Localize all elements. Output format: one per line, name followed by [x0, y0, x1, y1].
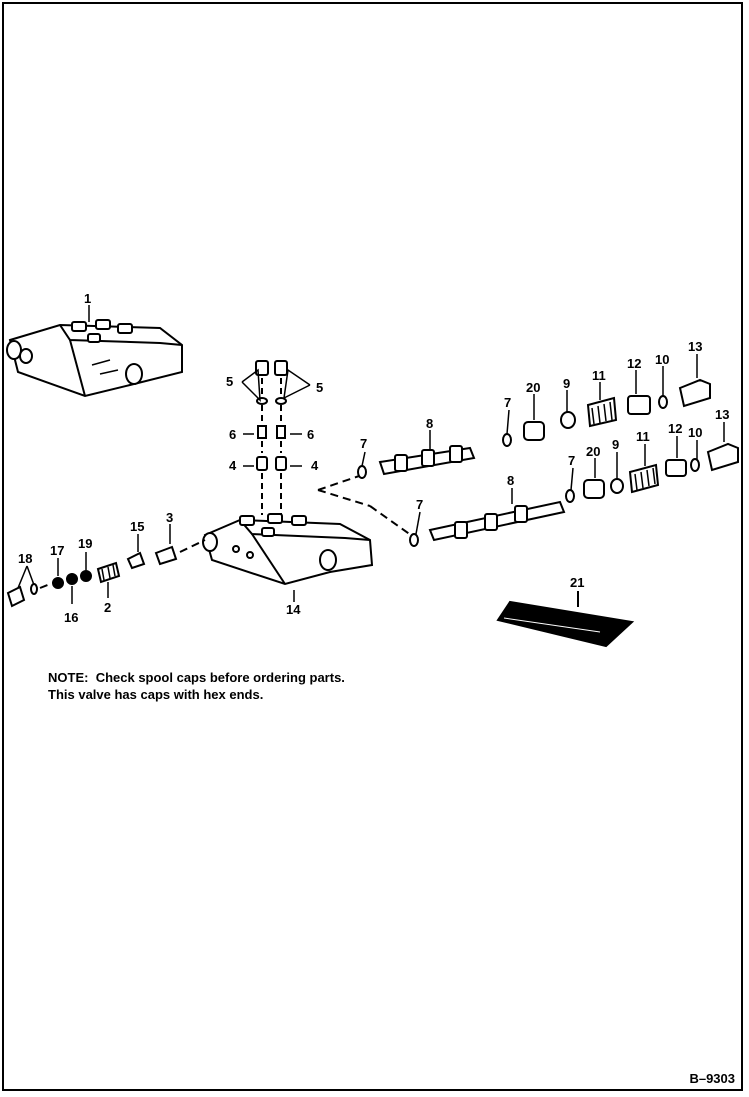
callout-2: 2	[104, 600, 111, 615]
spring-11	[586, 396, 618, 428]
callout-10-upper: 10	[655, 352, 669, 367]
lower-spool-row	[409, 442, 739, 547]
plug-3	[154, 545, 178, 566]
seal-kit-21	[496, 591, 635, 648]
callout-8-upper: 8	[426, 416, 433, 431]
o-ring-10	[658, 395, 668, 409]
callout-12-lower: 12	[668, 421, 682, 436]
callout-16: 16	[64, 610, 78, 625]
valve-body-1	[6, 319, 183, 398]
callout-14: 14	[286, 602, 301, 617]
figure-id: B–9303	[689, 1071, 735, 1086]
check-stack-left	[255, 360, 269, 515]
callout-20-upper: 20	[526, 380, 540, 395]
callout-3: 3	[166, 510, 173, 525]
washer-17	[52, 577, 64, 589]
leader-lines-6-4	[243, 433, 302, 467]
callout-18: 18	[18, 551, 32, 566]
callout-9-lower: 9	[612, 437, 619, 452]
callout-9-upper: 9	[563, 376, 570, 391]
leader-lines-left	[17, 524, 171, 604]
callout-7-lower-right: 7	[568, 453, 575, 468]
check-stack-right	[274, 360, 288, 515]
cap-13	[678, 378, 711, 408]
callout-7-lower-left: 7	[416, 497, 423, 512]
callout-4-left: 4	[229, 458, 237, 473]
callout-11-lower: 11	[636, 429, 650, 444]
poppet-15	[126, 551, 146, 570]
assembly-dashed-lines	[39, 474, 416, 589]
callout-20-lower: 20	[586, 444, 600, 459]
washer-9b	[610, 478, 624, 494]
callout-5-right: 5	[316, 380, 323, 395]
callout-labels: 1 5 5 6 6 4 4 7 8 7 20 9 11 12 10 13 13 …	[18, 291, 729, 625]
spacer-12	[627, 395, 651, 415]
spacer-12b	[665, 459, 687, 477]
callout-5-left: 5	[226, 374, 233, 389]
callout-6-left: 6	[229, 427, 236, 442]
o-ring-7b	[502, 433, 512, 447]
callout-11-upper: 11	[592, 368, 606, 383]
callout-17: 17	[50, 543, 64, 558]
callout-15: 15	[130, 519, 144, 534]
leader-lines-5	[241, 368, 311, 402]
callout-6-right: 6	[307, 427, 314, 442]
callout-7-upper-mid: 7	[504, 395, 511, 410]
o-ring-10b	[690, 458, 700, 472]
callout-4-right: 4	[311, 458, 319, 473]
note-text: NOTE: Check spool caps before ordering p…	[48, 669, 368, 703]
callout-19: 19	[78, 536, 92, 551]
callout-21: 21	[570, 575, 584, 590]
cap-20	[523, 421, 545, 441]
cap-18	[6, 585, 26, 608]
callout-13-lower: 13	[715, 407, 729, 422]
o-ring-7d	[409, 533, 419, 547]
o-ring-7c	[565, 489, 575, 503]
leader-lines-spools	[88, 305, 725, 602]
note-body: Check spool caps before ordering parts. …	[48, 670, 345, 702]
o-ring-7	[357, 465, 367, 479]
callout-8-lower: 8	[507, 473, 514, 488]
cap-13b	[706, 442, 739, 472]
relief-valve-parts	[6, 545, 178, 608]
washer-19	[80, 570, 92, 582]
upper-spool-row	[357, 378, 711, 479]
callout-7-upper-left: 7	[360, 436, 367, 451]
valve-body-14	[202, 513, 374, 586]
cap-20b	[583, 479, 605, 499]
washer-16	[66, 573, 78, 585]
callout-1: 1	[84, 291, 91, 306]
callout-12-upper: 12	[627, 356, 641, 371]
callout-10-lower: 10	[688, 425, 702, 440]
note-label: NOTE:	[48, 670, 89, 685]
callout-13-upper: 13	[688, 339, 702, 354]
washer-9	[560, 411, 576, 429]
